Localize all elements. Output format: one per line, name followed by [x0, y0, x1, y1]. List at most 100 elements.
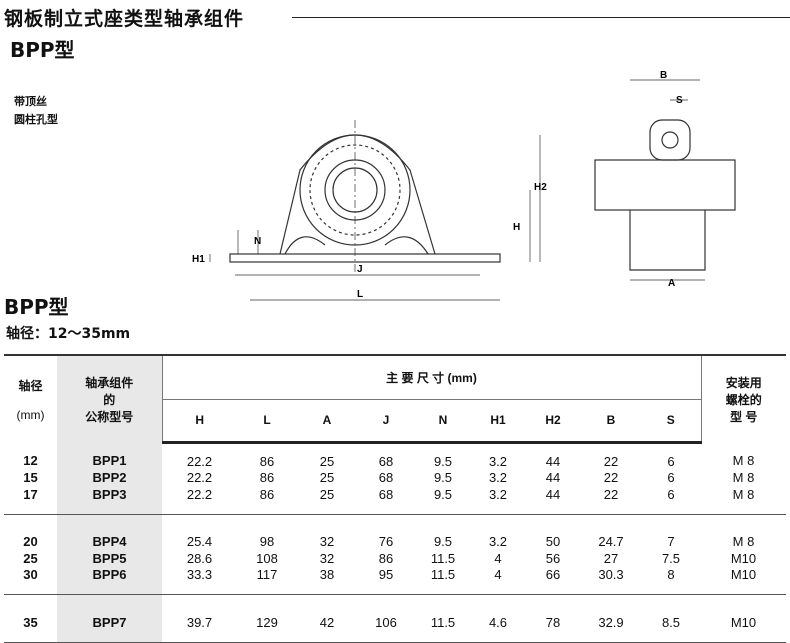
cell-b: 30.3	[581, 567, 641, 595]
cell-h: 33.3	[162, 567, 237, 595]
cell-n: 11.5	[415, 567, 471, 595]
cell-h2: 56	[545, 550, 561, 566]
header-col-j: J	[357, 399, 415, 444]
cell-j: 76	[378, 534, 394, 549]
cell-bolt: M 8	[732, 534, 755, 549]
cell-shaft: 30	[4, 567, 57, 595]
header-col-h1: H1	[471, 399, 525, 444]
header-dims: 主 要 尺 寸 (mm)	[161, 354, 702, 400]
cell-b: 24.7	[598, 534, 624, 549]
header-col-s: S	[641, 399, 702, 444]
cell-h: 25.4	[186, 534, 213, 549]
cell-a: 25	[319, 453, 335, 469]
header-col-a: A	[297, 399, 357, 444]
cell-h2: 44	[525, 486, 581, 515]
cell-n: 9.5	[433, 534, 453, 549]
side-view	[594, 79, 736, 281]
label-l: L	[357, 289, 363, 300]
header-col-n: N	[415, 399, 471, 444]
cell-h1: 4	[494, 550, 502, 566]
cell-s: 7.5	[661, 550, 681, 566]
cell-h: 22.2	[186, 470, 213, 485]
subtitle: BPP型	[10, 38, 75, 62]
cell-j: 106	[357, 604, 415, 643]
cell-n: 11.5	[415, 604, 471, 643]
header-model: 轴承组件的公称型号	[57, 354, 162, 442]
cell-s: 6	[667, 453, 675, 469]
section-title: BPP型	[4, 295, 69, 319]
cell-h2: 66	[525, 567, 581, 595]
cell-shaft: 12	[23, 452, 38, 468]
cell-shaft: 35	[4, 604, 57, 643]
cell-l: 117	[237, 567, 297, 595]
cell-s: 8	[641, 567, 701, 595]
cell-h1: 3.2	[488, 534, 508, 549]
header-col-l: L	[237, 399, 297, 444]
header-shaft: 轴径(mm)	[4, 354, 57, 442]
cell-s: 8.5	[641, 604, 701, 643]
cell-s: 6	[641, 486, 701, 515]
cell-b: 22	[603, 453, 619, 469]
group-spacer	[4, 594, 786, 605]
cell-s: 7	[667, 534, 675, 549]
cell-bolt: M 8	[701, 486, 786, 515]
header-col-b: B	[581, 399, 641, 444]
cell-j: 68	[357, 486, 415, 515]
cell-shaft: 17	[4, 486, 57, 515]
cell-s: 6	[667, 470, 675, 485]
cell-h: 22.2	[162, 486, 237, 515]
cell-shaft: 25	[23, 550, 38, 566]
cell-h2: 50	[545, 534, 561, 549]
cell-l: 129	[237, 604, 297, 643]
cell-h1: 4	[471, 567, 525, 595]
cell-n: 11.5	[430, 550, 456, 566]
cell-model: BPP7	[57, 604, 162, 643]
cell-a: 25	[297, 486, 357, 515]
cell-h1: 3.2	[488, 453, 508, 469]
title-rule	[292, 17, 790, 18]
label-h1: H1	[192, 254, 205, 265]
cell-b: 27	[603, 550, 619, 566]
cell-l: 108	[256, 550, 278, 566]
label-a: A	[668, 278, 675, 289]
cell-j: 68	[378, 453, 394, 469]
label-h2: H2	[534, 182, 547, 193]
cell-h: 22.2	[186, 453, 213, 469]
front-view	[209, 120, 541, 301]
cell-n: 9.5	[433, 453, 453, 469]
label-b: B	[660, 70, 667, 81]
cell-model: BPP3	[57, 486, 162, 515]
label-h: H	[513, 222, 520, 233]
cell-model: BPP5	[57, 549, 162, 567]
page-title: 钢板制立式座类型轴承组件	[4, 8, 245, 30]
cell-j: 68	[378, 470, 394, 485]
cell-a: 42	[297, 604, 357, 643]
cell-bolt: M10	[701, 567, 786, 595]
cell-model: BPP1	[57, 442, 162, 469]
header-col-h2: H2	[525, 399, 581, 444]
cell-j: 86	[378, 550, 394, 566]
cell-b: 22	[581, 486, 641, 515]
note-set-screw: 带顶丝	[14, 95, 47, 108]
cell-l: 86	[237, 486, 297, 515]
shaft-range: 轴径：12～35mm	[6, 326, 131, 342]
cell-h1: 4.6	[471, 604, 525, 643]
cell-h2: 78	[525, 604, 581, 643]
cell-n: 9.5	[415, 486, 471, 515]
header-bolt: 安装用螺栓的型 号	[701, 354, 786, 442]
cell-h1: 3.2	[488, 470, 508, 485]
bearing-drawing: N H1 H H2 J L B S A	[192, 70, 736, 301]
cell-bolt: M10	[730, 550, 757, 566]
label-j: J	[357, 264, 363, 275]
cell-shaft: 15	[23, 470, 38, 485]
cell-model: BPP4	[57, 524, 162, 549]
cell-bolt: M 8	[732, 470, 755, 485]
label-s: S	[676, 95, 683, 106]
group-spacer	[4, 514, 786, 524]
cell-h: 28.6	[186, 550, 213, 566]
cell-l: 86	[259, 470, 275, 485]
